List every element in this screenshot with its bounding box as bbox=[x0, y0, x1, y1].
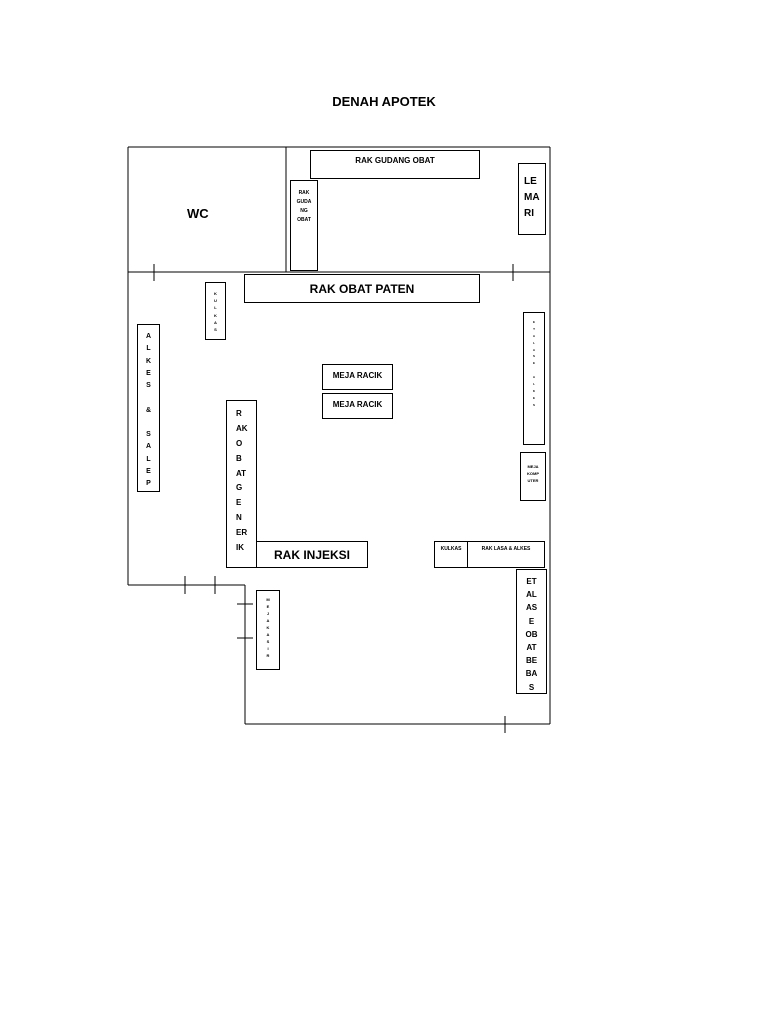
rak-lasa-alkes-label: RAK LASA & ALKES bbox=[481, 546, 531, 552]
alkes-salep-label: A L K E S & S A L E P bbox=[145, 333, 152, 487]
rak-gudang-obat-top-label: RAK GUDANG OBAT bbox=[355, 156, 435, 165]
lemari-label: LE MA RI bbox=[524, 176, 540, 219]
rak-gudang-obat-top: RAK GUDANG OBAT bbox=[310, 150, 480, 179]
alkes-salep: A L K E S & S A L E P bbox=[137, 324, 160, 492]
meja-kasir: M E J A K A S I R bbox=[256, 590, 280, 670]
rak-obat-paten-label: RAK OBAT PATEN bbox=[309, 281, 415, 296]
rak-gudang-obat-small-label: RAK GUDA NG OBAT bbox=[296, 190, 312, 223]
rak-gudang-obat-small: RAK GUDA NG OBAT bbox=[290, 180, 318, 271]
rak-injeksi: RAK INJEKSI bbox=[256, 541, 368, 568]
rak-obat-paten: RAK OBAT PATEN bbox=[244, 274, 480, 303]
meja-racik-2: MEJA RACIK bbox=[322, 393, 393, 419]
room-wc-label: WC bbox=[187, 206, 209, 221]
etalase-alkes: E T A L A S E A L K E S bbox=[523, 312, 545, 445]
etalase-obat-bebas-label: ET AL AS E OB AT BE BA S bbox=[525, 577, 538, 692]
rak-injeksi-label: RAK INJEKSI bbox=[273, 547, 350, 562]
meja-racik-2-label: MEJA RACIK bbox=[332, 400, 383, 409]
kulkas-top: K U L K A S bbox=[205, 282, 226, 340]
page-title: DENAH APOTEK bbox=[332, 94, 436, 109]
meja-racik-1-label: MEJA RACIK bbox=[332, 371, 383, 380]
rak-lasa-alkes: RAK LASA & ALKES bbox=[467, 541, 545, 568]
meja-komputer-label: MEJA KOMP UTER bbox=[527, 464, 539, 484]
rak-obat-generik-label: R AK O B AT G E N ER IK bbox=[236, 409, 248, 552]
meja-racik-1: MEJA RACIK bbox=[322, 364, 393, 390]
etalase-obat-bebas: ET AL AS E OB AT BE BA S bbox=[516, 569, 547, 694]
rak-obat-generik: R AK O B AT G E N ER IK bbox=[226, 400, 257, 568]
meja-komputer: MEJA KOMP UTER bbox=[520, 452, 546, 501]
kulkas-bottom-label: KULKAS bbox=[440, 546, 462, 552]
kulkas-bottom: KULKAS bbox=[434, 541, 468, 568]
kulkas-top-label: K U L K A S bbox=[214, 291, 217, 332]
lemari: LE MA RI bbox=[518, 163, 546, 235]
etalase-alkes-label: E T A L A S E A L K E S bbox=[532, 320, 536, 407]
meja-kasir-label: M E J A K A S I R bbox=[266, 597, 270, 658]
